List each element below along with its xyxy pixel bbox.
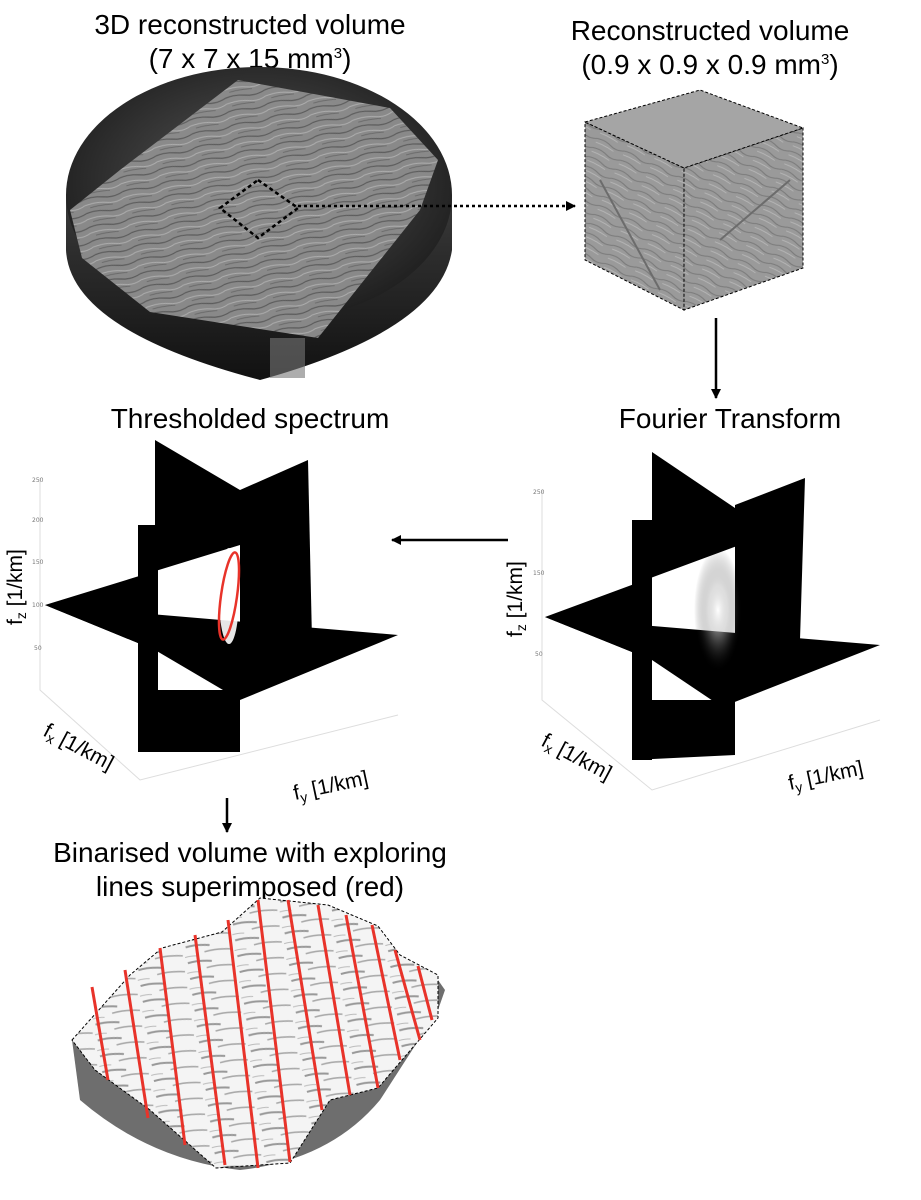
thresholded-fx-label: fx [1/km] [39, 719, 118, 777]
thresholded-tick-100: 100 [32, 602, 44, 609]
exploring-line [416, 965, 434, 1021]
caption-3d-volume-line2: (7 x 7 x 15 mm3) [148, 43, 352, 74]
fitted-ellipse [217, 551, 241, 641]
caption-3d-volume-line1: 3D reconstructed volume [94, 9, 406, 40]
binarised-volume [71, 897, 445, 1170]
thresholded-fy-label: fy [1/km] [291, 767, 370, 807]
thresholded-spectrum-plot: 250 200 150 100 50 [32, 440, 399, 781]
exploring-line [158, 947, 187, 1146]
thresholded-white-cloud [219, 548, 239, 644]
exploring-line [193, 934, 227, 1166]
cylinder-volume [66, 67, 452, 380]
caption-binarised-line1: Binarised volume with exploring [53, 837, 447, 868]
fourier-tick-250: 250 [533, 489, 545, 496]
exploring-line [90, 986, 110, 1081]
cylinder-slice [70, 80, 438, 338]
thresholded-tick-50: 50 [34, 645, 42, 652]
exploring-line [344, 914, 380, 1089]
exploring-lines [90, 899, 434, 1169]
exploring-line [123, 969, 150, 1119]
caption-reconstructed-line1: Reconstructed volume [570, 15, 850, 46]
caption-reconstructed-volume: Reconstructed volume (0.9 x 0.9 x 0.9 mm… [530, 14, 890, 82]
fourier-fx-label: fx [1/km] [537, 729, 616, 787]
fourier-fy-label: fy [1/km] [786, 757, 865, 797]
selection-diamond [217, 178, 301, 240]
fourier-spectrum-plot: 250 150 50 [533, 452, 881, 791]
caption-thresholded-spectrum: Thresholded spectrum [110, 403, 390, 434]
thresholded-tick-250: 250 [32, 477, 44, 484]
cube-top-face [583, 89, 805, 169]
exploring-line [393, 949, 422, 1041]
fourier-bright-core [694, 548, 742, 672]
thresholded-tick-200: 200 [32, 517, 44, 524]
caption-3d-volume: 3D reconstructed volume (7 x 7 x 15 mm3) [40, 8, 460, 76]
exploring-line [286, 899, 324, 1111]
caption-fourier-transform: Fourier Transform [618, 403, 842, 434]
fourier-tick-150: 150 [533, 570, 545, 577]
exploring-line [256, 899, 292, 1163]
exploring-line [226, 919, 260, 1169]
caption-binarised-volume: Binarised volume with exploring lines su… [20, 836, 480, 904]
exploring-line [370, 924, 402, 1061]
caption-reconstructed-line2: (0.9 x 0.9 x 0.9 mm3) [581, 49, 839, 80]
fourier-fz-label: fz [1/km] [504, 561, 529, 637]
thresholded-fz-label: fz [1/km] [4, 549, 29, 625]
thresholded-tick-150: 150 [32, 559, 44, 566]
exploring-line [316, 904, 352, 1096]
caption-binarised-line2: lines superimposed (red) [95, 871, 405, 902]
fourier-tick-50: 50 [535, 651, 543, 658]
cube-subvolume [583, 89, 805, 311]
